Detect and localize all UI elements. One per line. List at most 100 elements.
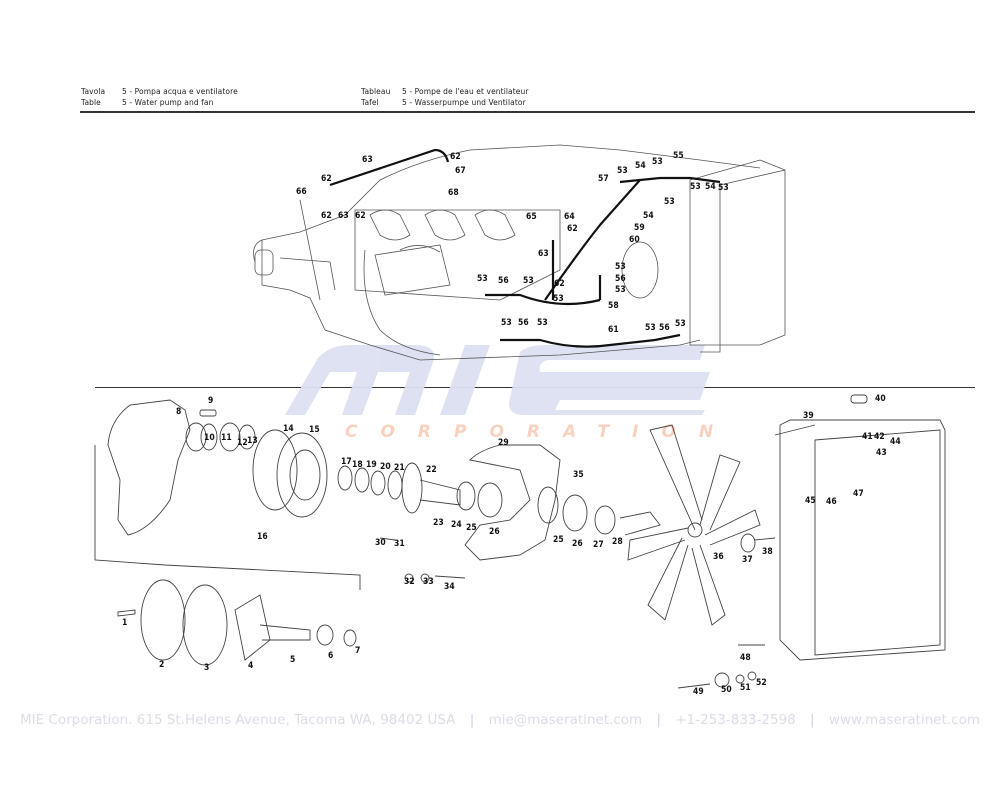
svg-text:51: 51: [740, 683, 751, 693]
svg-text:12: 12: [237, 438, 248, 448]
svg-text:11: 11: [221, 433, 232, 443]
footer-separator: |: [469, 712, 475, 728]
svg-text:25: 25: [553, 535, 564, 545]
svg-text:9: 9: [208, 396, 213, 406]
svg-text:65: 65: [526, 212, 537, 222]
header-label-tavola: Tavola: [81, 87, 106, 96]
header-rule: [80, 111, 975, 113]
svg-text:14: 14: [283, 424, 294, 434]
header-title-en: 5 - Water pump and fan: [122, 98, 214, 107]
svg-text:62: 62: [321, 174, 332, 184]
svg-text:10: 10: [204, 433, 215, 443]
svg-text:33: 33: [423, 577, 434, 587]
svg-text:21: 21: [394, 463, 405, 473]
svg-text:64: 64: [564, 212, 575, 222]
svg-text:53: 53: [537, 318, 548, 328]
svg-text:16: 16: [257, 532, 268, 542]
svg-text:53: 53: [477, 274, 488, 284]
svg-text:26: 26: [572, 539, 583, 549]
svg-text:53: 53: [615, 262, 626, 272]
svg-text:23: 23: [433, 518, 444, 528]
svg-text:6: 6: [328, 651, 333, 661]
header-label-table: Table: [81, 98, 101, 107]
header-title-de: 5 - Wasserpumpe und Ventilator: [402, 98, 526, 107]
svg-text:53: 53: [617, 166, 628, 176]
svg-text:27: 27: [593, 540, 604, 550]
footer: MIE Corporation. 615 St.Helens Avenue, T…: [0, 712, 1000, 728]
footer-website-link[interactable]: www.maseratinet.com: [828, 712, 980, 728]
svg-text:46: 46: [826, 497, 837, 507]
svg-text:28: 28: [612, 537, 623, 547]
svg-text:54: 54: [643, 211, 654, 221]
svg-text:62: 62: [554, 279, 565, 289]
svg-text:7: 7: [355, 646, 360, 656]
header-label-tableau: Tableau: [361, 87, 391, 96]
svg-text:19: 19: [366, 460, 377, 470]
svg-text:53: 53: [645, 323, 656, 333]
svg-text:54: 54: [635, 161, 646, 171]
svg-text:22: 22: [426, 465, 437, 475]
svg-text:47: 47: [853, 489, 864, 499]
svg-text:53: 53: [553, 294, 564, 304]
svg-text:62: 62: [567, 224, 578, 234]
svg-text:53: 53: [690, 182, 701, 192]
svg-text:39: 39: [803, 411, 814, 421]
svg-text:56: 56: [659, 323, 670, 333]
svg-text:36: 36: [713, 552, 724, 562]
footer-company: MIE Corporation. 615 St.Helens Avenue, T…: [19, 712, 456, 728]
svg-text:26: 26: [489, 527, 500, 537]
svg-text:5: 5: [290, 655, 295, 665]
svg-text:63: 63: [362, 155, 373, 165]
svg-text:2: 2: [159, 660, 164, 670]
footer-email-link[interactable]: mie@maseratinet.com: [488, 712, 643, 728]
header-title-it: 5 - Pompa acqua e ventilatore: [122, 87, 238, 96]
svg-text:66: 66: [296, 187, 307, 197]
footer-separator: |: [656, 712, 662, 728]
svg-text:37: 37: [742, 555, 753, 565]
svg-text:18: 18: [352, 460, 363, 470]
svg-text:15: 15: [309, 425, 320, 435]
svg-text:68: 68: [448, 188, 459, 198]
svg-text:41: 41: [862, 432, 873, 442]
svg-text:55: 55: [673, 151, 684, 161]
svg-text:4: 4: [248, 661, 253, 671]
svg-text:30: 30: [375, 538, 386, 548]
svg-text:60: 60: [629, 235, 640, 245]
svg-text:56: 56: [498, 276, 509, 286]
svg-text:17: 17: [341, 457, 352, 467]
svg-text:54: 54: [705, 182, 716, 192]
svg-text:44: 44: [890, 437, 901, 447]
svg-text:53: 53: [718, 183, 729, 193]
svg-text:56: 56: [518, 318, 529, 328]
svg-text:32: 32: [404, 577, 415, 587]
svg-text:20: 20: [380, 462, 391, 472]
footer-separator: |: [810, 712, 815, 728]
svg-text:56: 56: [615, 274, 626, 284]
svg-text:43: 43: [876, 448, 887, 458]
svg-text:45: 45: [805, 496, 816, 506]
svg-text:13: 13: [247, 436, 258, 446]
header-right: Tableau 5 - Pompe de l'eau et ventilateur…: [361, 86, 529, 108]
header-left: Tavola 5 - Pompa acqua e ventilatore Tabl…: [81, 86, 238, 108]
svg-text:58: 58: [608, 301, 619, 311]
header-label-tafel: Tafel: [361, 98, 379, 107]
svg-text:50: 50: [721, 685, 732, 695]
svg-text:53: 53: [501, 318, 512, 328]
svg-text:63: 63: [538, 249, 549, 259]
watermark-corporation: CORPORATION: [345, 422, 737, 442]
svg-text:52: 52: [756, 678, 767, 688]
svg-text:61: 61: [608, 325, 619, 335]
header-title-fr: 5 - Pompe de l'eau et ventilateur: [402, 87, 529, 96]
svg-text:40: 40: [875, 394, 886, 404]
svg-text:53: 53: [652, 157, 663, 167]
svg-text:42: 42: [874, 432, 885, 442]
svg-text:29: 29: [498, 438, 509, 448]
svg-text:48: 48: [740, 653, 751, 663]
svg-text:8: 8: [176, 407, 181, 417]
svg-text:62: 62: [355, 211, 366, 221]
svg-text:25: 25: [466, 523, 477, 533]
svg-text:35: 35: [573, 470, 584, 480]
svg-text:67: 67: [455, 166, 466, 176]
svg-text:49: 49: [693, 687, 704, 697]
